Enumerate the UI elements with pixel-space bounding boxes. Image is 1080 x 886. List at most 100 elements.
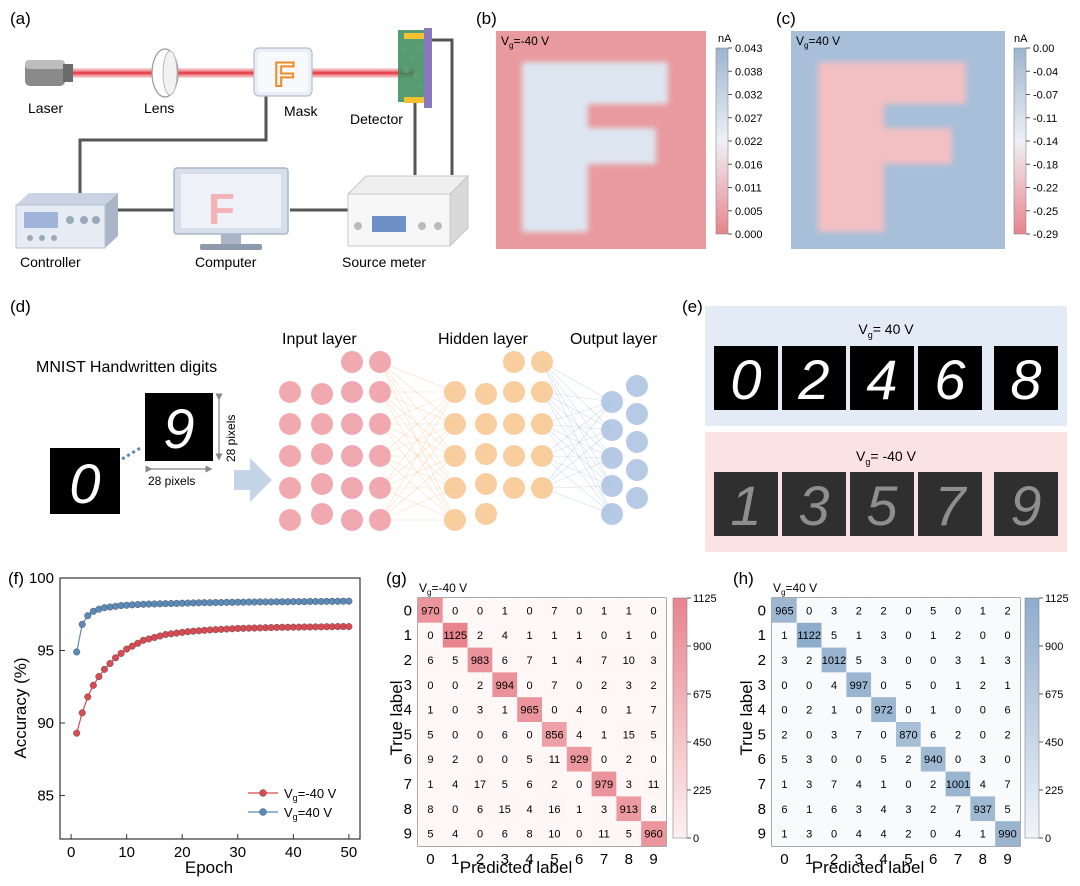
panel-g-cell-value: 6 (502, 655, 508, 667)
nn-connection (379, 391, 456, 489)
panel-g-cell-value: 4 (502, 630, 508, 642)
panel-g-cell-value: 10 (623, 655, 635, 667)
panel-g-cell-value: 11 (648, 779, 659, 791)
panel-h-xtick-label: 0 (780, 851, 788, 868)
nn-neuron (475, 473, 497, 495)
nn-neuron (311, 473, 333, 495)
panel-b-letter-f (522, 62, 668, 232)
panel-h-cell (945, 722, 971, 747)
panel-b-vg: Vg=-40 V (501, 34, 549, 50)
panel-g-cell-value: 0 (576, 779, 582, 791)
panel-g-colorbar-label: 0 (693, 833, 699, 845)
nn-connection (379, 487, 456, 521)
panel-h-cell (896, 821, 921, 846)
panel-h-cell-value: 870 (899, 729, 917, 741)
panel-g-cell-value: 5 (651, 729, 657, 741)
panel-g-cell (566, 746, 592, 772)
panel-h-cell (896, 746, 921, 772)
panel-e-digit-image (994, 346, 1058, 410)
panel-g-cell (418, 821, 443, 846)
panel-f-xlabel: Epoch (185, 858, 233, 877)
panel-h-ytick-label: 7 (758, 776, 766, 793)
panel-c-colorbar-ticks: 0.00-0.04-0.07-0.11-0.14-0.18-0.22-0.25-… (1026, 43, 1058, 241)
panel-g-cell (418, 622, 443, 648)
nn-neuron (311, 503, 333, 525)
panel-h-xtick-label: 6 (929, 851, 937, 868)
panel-h-cell (920, 746, 946, 772)
panel-g-cell (467, 821, 493, 846)
panel-e-bottom-vg: Vg= -40 V (856, 448, 917, 467)
panel-a: (a) Laser Lens F Mask (10, 9, 470, 270)
wire-mask-controller (78, 95, 268, 200)
panel-g-cell (517, 622, 542, 648)
panel-g-ytick-label: 4 (404, 702, 412, 719)
panel-g-cell (616, 672, 642, 698)
panel-g-cell-value: 4 (576, 729, 582, 741)
panel-h-cell (945, 821, 971, 846)
panel-e-digit-image (850, 472, 914, 536)
panel-h-cell (796, 821, 822, 846)
panel-g-cell (566, 672, 592, 698)
panel-h-cell (945, 647, 971, 673)
panel-h-cell (896, 796, 921, 822)
panel-e-digit: 3 (798, 474, 829, 537)
panel-e-digit-image (994, 472, 1058, 536)
panel-g-cell-value: 0 (651, 630, 657, 642)
panel-h-cell (920, 598, 946, 623)
panel-h-cell-value: 965 (775, 605, 793, 617)
nn-connection (379, 391, 456, 457)
nn-neuron (475, 383, 497, 405)
panel-g-cell-value: 0 (477, 729, 483, 741)
nn-connection (379, 391, 456, 425)
wire-detector-b (425, 38, 454, 175)
panel-g-cell (542, 647, 567, 673)
panel-g-cell-value: 7 (651, 705, 657, 717)
panel-h-ytick-label: 4 (758, 702, 766, 719)
panel-f-legend: Vg=-40 VVg=40 V (248, 786, 337, 822)
panel-e-digit-image (918, 472, 982, 536)
panel-h-cell-value: 0 (806, 605, 812, 617)
panel-g-cell (492, 821, 518, 846)
panel-h-cell-value: 3 (856, 804, 862, 816)
nn-neuron (601, 419, 623, 441)
nn-neuron (369, 413, 391, 435)
panel-g-cell (492, 771, 518, 797)
panel-g-cell (616, 722, 642, 747)
panel-g-xtick-label: 6 (575, 851, 583, 868)
panel-g-cell-value: 2 (601, 680, 607, 692)
nn-connection (541, 391, 613, 487)
panel-g-cell-value: 994 (496, 680, 514, 692)
panel-h-cell (846, 697, 872, 722)
panel-h-cell-value: 3 (806, 779, 812, 791)
pixel-label-h: 28 pixels (148, 474, 195, 488)
label-lens: Lens (144, 100, 174, 116)
panel-h-cell-value: 2 (881, 605, 887, 617)
panel-f-ytick-label: 100 (29, 570, 54, 587)
panel-h-cell (970, 821, 996, 846)
panel-h-cell-value: 937 (974, 804, 992, 816)
panel-h-xtick-label: 7 (954, 851, 962, 868)
panel-h-cell (995, 672, 1020, 698)
nn-neuron (626, 403, 648, 425)
panel-e-digit: 6 (934, 348, 966, 411)
panel-c-colorbar-tick-label: -0.14 (1033, 136, 1058, 148)
panel-g-cell-value: 0 (502, 754, 508, 766)
panel-h-cell (995, 647, 1020, 673)
panel-h-cell-value: 5 (1005, 804, 1011, 816)
nn-neuron (531, 413, 553, 435)
panel-g-cell-value: 2 (477, 680, 483, 692)
panel-g-cell (591, 622, 617, 648)
panel-h-cell-value: 2 (905, 754, 911, 766)
panel-g-cell-value: 10 (548, 829, 560, 841)
panel-g-cell-value: 6 (502, 829, 508, 841)
panel-h-xtick-label: 9 (1003, 851, 1011, 868)
panel-g-cell (566, 697, 592, 722)
panel-g-cell (492, 647, 518, 673)
panel-g-cell (591, 598, 617, 623)
nn-neuron (475, 443, 497, 465)
panel-h-ytick-label: 6 (758, 751, 766, 768)
panel-h-cell (846, 796, 872, 822)
panel-h-cell (772, 622, 797, 648)
